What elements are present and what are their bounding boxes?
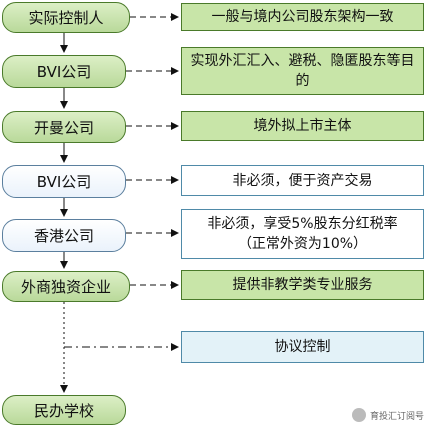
note-hongkong: 非必须，享受5%股东分红税率 （正常外资为10%） bbox=[181, 209, 424, 259]
node-bvi-2: BVI公司 bbox=[2, 165, 126, 198]
note-wfoe: 提供非教学类专业服务 bbox=[181, 270, 424, 300]
watermark-text: 育投汇订阅号 bbox=[369, 411, 424, 422]
note-agreement: 协议控制 bbox=[181, 331, 424, 363]
wechat-icon bbox=[351, 408, 366, 422]
note-hongkong-line1: 非必须，享受5%股东分红税率 bbox=[207, 216, 398, 232]
note-controller: 一般与境内公司股东架构一致 bbox=[181, 3, 424, 31]
node-wfoe: 外商独资企业 bbox=[2, 271, 130, 302]
node-kaiman: 开曼公司 bbox=[2, 111, 126, 143]
note-bvi-1: 实现外汇汇入、避税、隐匿股东等目的 bbox=[181, 47, 424, 95]
watermark: 育投汇订阅号 bbox=[351, 408, 424, 422]
note-bvi-2: 非必须，便于资产交易 bbox=[181, 165, 424, 196]
note-hongkong-line2: （正常外资为10%） bbox=[237, 236, 368, 252]
node-school: 民办学校 bbox=[2, 395, 126, 425]
node-controller: 实际控制人 bbox=[2, 2, 130, 33]
note-kaiman: 境外拟上市主体 bbox=[181, 111, 424, 141]
node-hongkong: 香港公司 bbox=[2, 219, 126, 252]
node-bvi-1: BVI公司 bbox=[2, 55, 126, 88]
